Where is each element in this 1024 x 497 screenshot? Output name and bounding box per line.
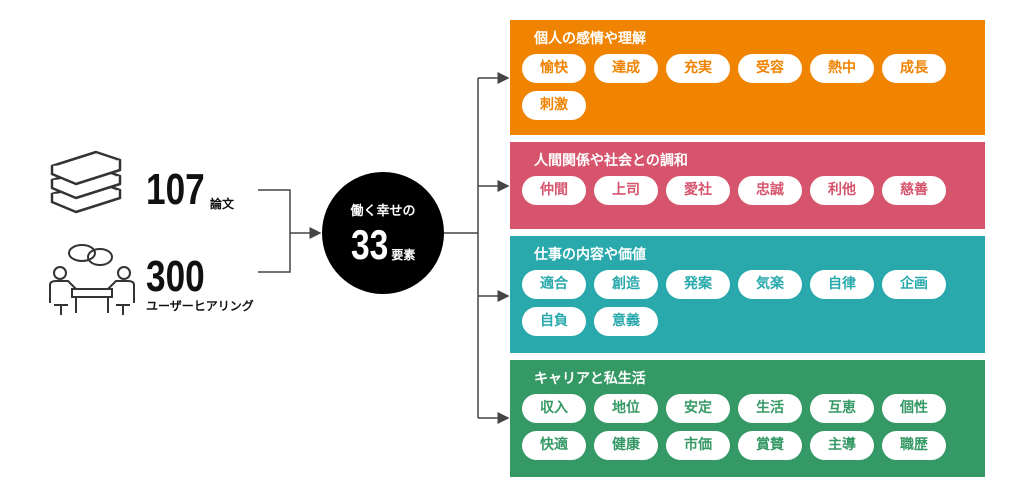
category-box: 仕事の内容や価値適合創造発案気楽自律企画自負意義: [510, 236, 985, 353]
element-pill: 受容: [738, 54, 802, 83]
center-caption: 働く幸せの: [350, 204, 416, 219]
element-pill: 互恵: [810, 394, 874, 423]
element-pill: 刺激: [522, 91, 586, 120]
category-box: 個人の感情や理解愉快達成充実受容熱中成長刺激: [510, 20, 985, 135]
element-pill: 主導: [810, 431, 874, 460]
element-pill: 健康: [594, 431, 658, 460]
hearings-count: 300: [146, 252, 205, 301]
element-pill: 自律: [810, 270, 874, 299]
element-pill: 賞賛: [738, 431, 802, 460]
element-list: 愉快達成充実受容熱中成長刺激: [522, 54, 985, 120]
element-pill: 充実: [666, 54, 730, 83]
category-title: 人間関係や社会との調和: [534, 153, 688, 169]
element-pill: 安定: [666, 394, 730, 423]
category-title: 個人の感情や理解: [534, 31, 646, 47]
hearings-unit: ユーザーヒアリング: [146, 299, 254, 313]
element-list: 仲間上司愛社忠誠利他慈善: [522, 176, 985, 205]
category-title: キャリアと私生活: [534, 371, 646, 387]
element-pill: 適合: [522, 270, 586, 299]
category-box: 人間関係や社会との調和仲間上司愛社忠誠利他慈善: [510, 142, 985, 229]
element-pill: 愉快: [522, 54, 586, 83]
element-pill: 忠誠: [738, 176, 802, 205]
center-unit: 要素: [391, 248, 416, 262]
element-pill: 地位: [594, 394, 658, 423]
element-pill: 熱中: [810, 54, 874, 83]
element-pill: 愛社: [666, 176, 730, 205]
category-title: 仕事の内容や価値: [534, 247, 646, 263]
element-pill: 収入: [522, 394, 586, 423]
bracket-line: [258, 189, 291, 273]
category-box: キャリアと私生活収入地位安定生活互恵個性快適健康市価賞賛主導職歴: [510, 360, 985, 477]
element-pill: 達成: [594, 54, 658, 83]
element-pill: 生活: [738, 394, 802, 423]
element-pill: 発案: [666, 270, 730, 299]
element-list: 収入地位安定生活互恵個性快適健康市価賞賛主導職歴: [522, 394, 985, 460]
center-number: 33: [350, 221, 388, 268]
element-pill: 市価: [666, 431, 730, 460]
books-icon: [50, 150, 122, 214]
element-pill: 上司: [594, 176, 658, 205]
element-pill: 個性: [882, 394, 946, 423]
element-pill: 慈善: [882, 176, 946, 205]
element-pill: 意義: [594, 307, 658, 336]
element-pill: 利他: [810, 176, 874, 205]
element-list: 適合創造発案気楽自律企画自負意義: [522, 270, 985, 336]
element-pill: 快適: [522, 431, 586, 460]
papers-count: 107: [146, 165, 205, 214]
element-pill: 職歴: [882, 431, 946, 460]
element-pill: 仲間: [522, 176, 586, 205]
element-pill: 創造: [594, 270, 658, 299]
element-pill: 成長: [882, 54, 946, 83]
papers-unit: 論文: [210, 197, 235, 211]
element-pill: 気楽: [738, 270, 802, 299]
meeting-people-icon: [49, 244, 135, 315]
element-pill: 企画: [882, 270, 946, 299]
element-pill: 自負: [522, 307, 586, 336]
